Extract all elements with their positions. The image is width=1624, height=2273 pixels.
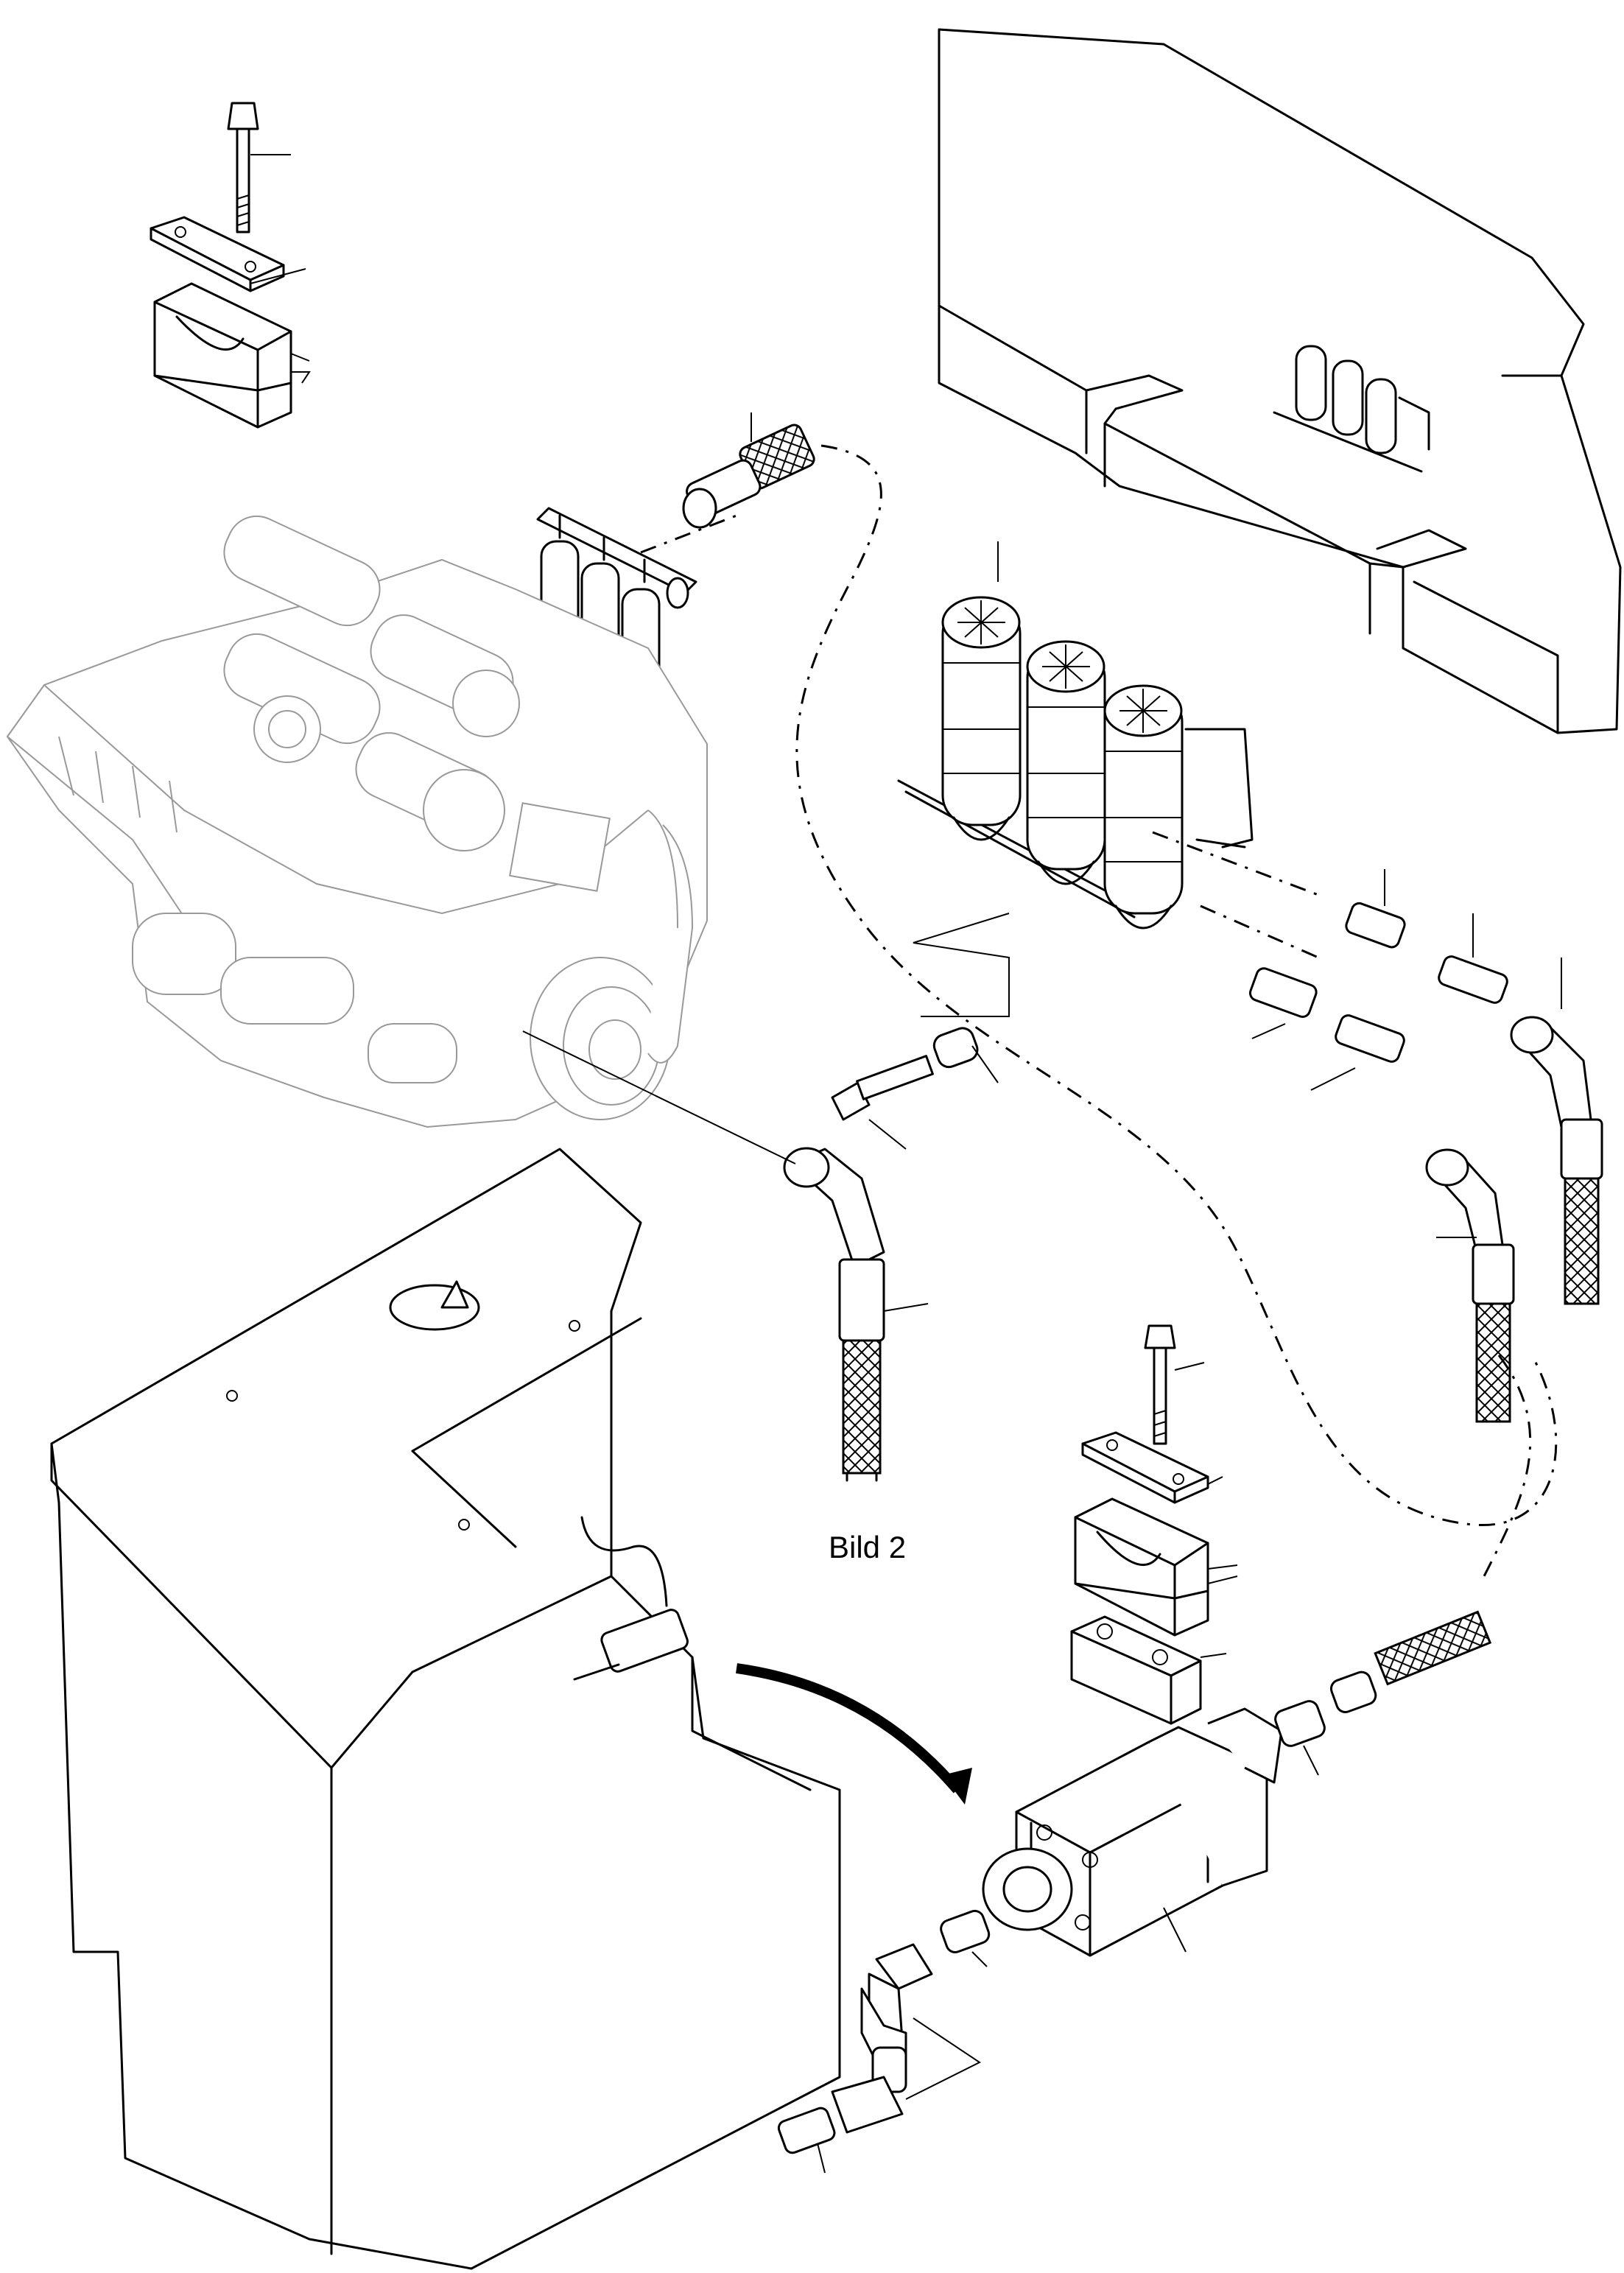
bolt-icon bbox=[1144, 1324, 1176, 1445]
filter-canister-1 bbox=[941, 596, 1022, 841]
hose-routes bbox=[640, 444, 1558, 1584]
filter-canister-2 bbox=[1026, 640, 1106, 885]
bolt-sleeve bbox=[831, 913, 1010, 1150]
filter-canister-3 bbox=[1103, 684, 1184, 930]
hose-center bbox=[522, 1030, 929, 1482]
figure-caption: Bild 2 bbox=[829, 1530, 906, 1564]
filter-assembly-large bbox=[897, 541, 1254, 930]
tank-fitting bbox=[573, 1516, 689, 1681]
clamp-icon bbox=[1074, 1497, 1209, 1637]
flywheel-icon bbox=[530, 957, 671, 1120]
bracket-plate-icon bbox=[938, 28, 1622, 734]
tank-icon bbox=[50, 1148, 841, 2270]
fittings-valve bbox=[777, 1610, 1492, 2174]
engine-icon bbox=[6, 515, 708, 1128]
plate-icon bbox=[150, 216, 285, 292]
hose-top bbox=[682, 412, 815, 529]
block-icon bbox=[1070, 1615, 1202, 1725]
fittings-right bbox=[1248, 869, 1508, 1091]
bolt-icon bbox=[227, 102, 259, 233]
hose-right-2 bbox=[1510, 958, 1603, 1305]
clamp-set-lower bbox=[1070, 1324, 1238, 1725]
plate-icon bbox=[1081, 1431, 1209, 1504]
arrow-icon bbox=[736, 1663, 972, 1805]
mini-filter-icon bbox=[1273, 345, 1430, 473]
valve-icon bbox=[982, 1707, 1283, 1957]
hose-right-1 bbox=[1425, 1148, 1515, 1423]
clamp-set-top bbox=[150, 102, 311, 429]
clamp-icon bbox=[153, 282, 292, 429]
